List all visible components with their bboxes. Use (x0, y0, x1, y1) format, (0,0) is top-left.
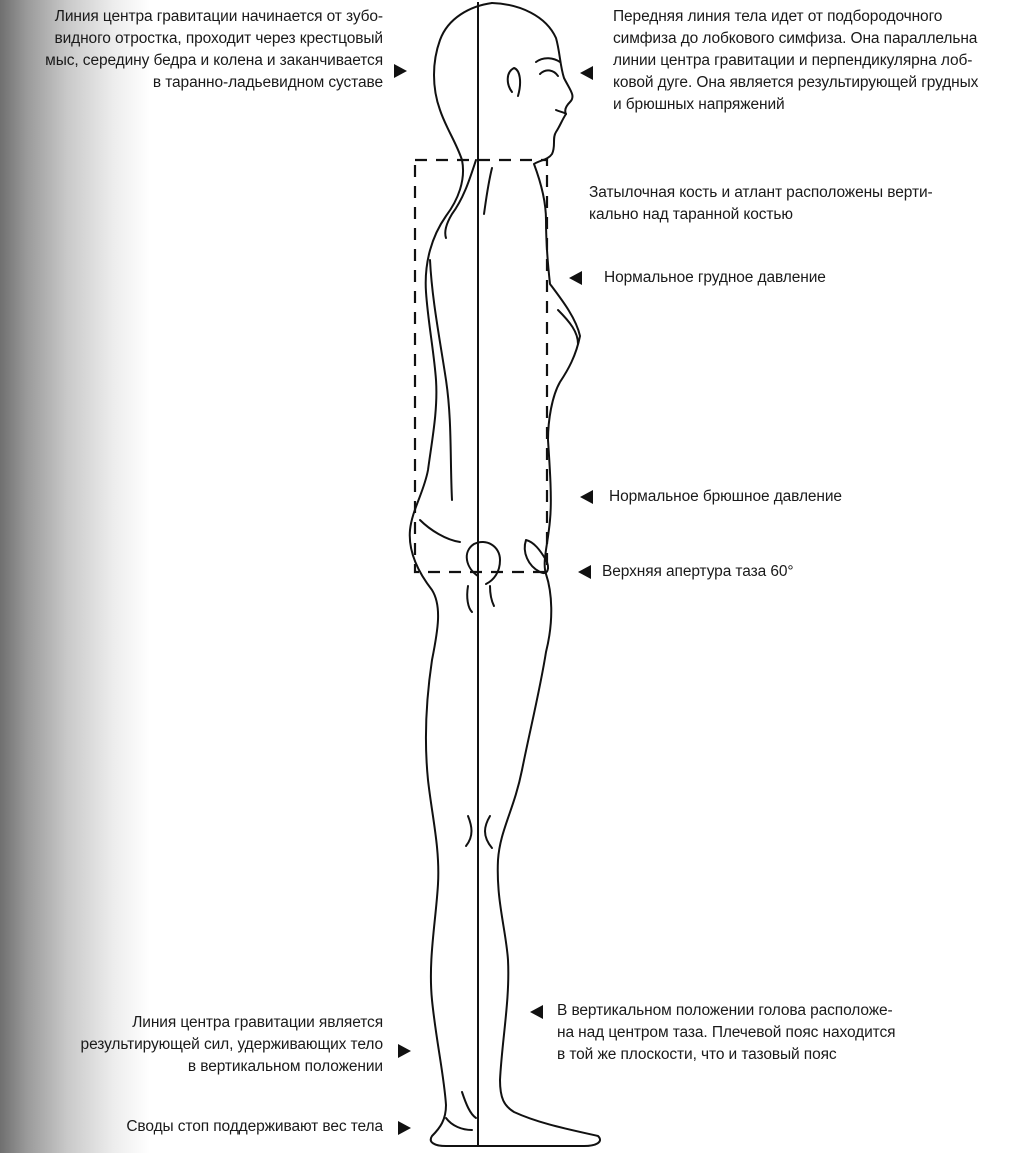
note-pelvic-aperture: Верхняя апертура таза 60° (602, 561, 793, 583)
neck-shoulder (445, 160, 476, 238)
eyebrow (536, 58, 560, 62)
note-foot-arches: Своды стоп поддерживают вес тела (126, 1116, 383, 1138)
arrow-anterior-line (580, 66, 593, 80)
body-front-contour (446, 3, 600, 1146)
breast (558, 310, 578, 344)
arrow-foot-arches (398, 1121, 411, 1135)
trapezius (484, 168, 492, 214)
knee-back (466, 816, 472, 846)
arrow-thoracic-pressure (569, 271, 582, 285)
note-gravity-resultant: Линия центра гравитации является результ… (81, 1012, 383, 1078)
note-thoracic-pressure: Нормальное грудное давление (604, 267, 826, 289)
thigh-line-2 (490, 586, 494, 606)
body-back-contour (410, 3, 492, 1146)
note-abdominal-pressure: Нормальное брюшное давление (609, 486, 842, 508)
hip-joint (467, 542, 500, 584)
knee-front (485, 816, 492, 848)
thigh-line (467, 586, 472, 612)
note-anterior-line: Передняя линия тела идет от подбородочно… (613, 6, 978, 116)
note-head-over-pelvis: В вертикальном положении голова располож… (557, 1000, 895, 1066)
note-occiput-atlas: Затылочная кость и атлант расположены ве… (589, 182, 933, 226)
heel (446, 1118, 472, 1130)
arrow-abdominal-pressure (580, 490, 593, 504)
arrow-gravity-line-path (394, 64, 407, 78)
arm (430, 260, 452, 500)
ankle-inner (462, 1092, 476, 1118)
arrow-pelvic-aperture (578, 565, 591, 579)
note-gravity-line-path: Линия центра гравитации начинается от зу… (45, 6, 383, 94)
ear (508, 68, 520, 96)
arrow-head-over-pelvis (530, 1005, 543, 1019)
eye (540, 70, 558, 76)
arrow-gravity-resultant (398, 1044, 411, 1058)
hip-crease (420, 520, 460, 542)
